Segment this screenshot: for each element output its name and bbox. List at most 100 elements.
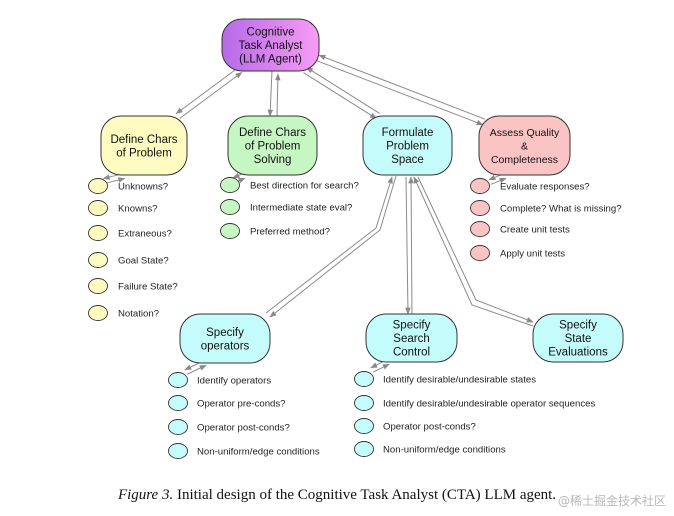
item-label: Evaluate responses? [500,182,590,193]
item-label: Identify operators [197,376,271,387]
node-label-line: & [521,141,528,153]
item-bullet-circle [168,372,188,388]
list-item: Create unit tests [470,221,570,237]
node-shape [532,313,624,363]
list-item: Preferred method? [220,223,330,239]
edge-arrow [318,54,486,120]
list-item: Knowns? [88,200,157,216]
item-label: Intermediate state eval? [250,203,352,214]
item-label: Complete? What is missing? [500,204,622,215]
node-label-line: operators [201,340,250,352]
node-label-line: Assess Quality [490,127,560,139]
node-label-line: Control [393,347,430,359]
edge-arrow [179,71,243,119]
edge-arrow [306,67,380,114]
item-label: Unknowns? [118,182,168,193]
node-label-line: Evaluations [548,347,608,359]
item-bullet-circle [220,199,240,215]
edge-arrow [104,177,126,184]
item-label: Goal State? [118,256,169,267]
item-label: Non-uniform/edge conditions [197,447,320,458]
node-label-line: Formulate [382,127,434,139]
item-label: Apply unit tests [500,249,565,260]
list-item: Apply unit tests [470,245,565,261]
item-label: Failure State? [118,282,178,293]
list-item: Evaluate responses? [470,178,590,194]
edges-layer [102,54,534,375]
list-item: Non-uniform/edge conditions [354,441,506,457]
edge-arrow [303,72,377,119]
node-label-line: Completeness [491,154,558,166]
item-label: Operator post-conds? [197,423,290,434]
node-label-line: Define Chars [239,127,306,139]
item-label: Notation? [118,309,159,320]
list-item: Notation? [88,305,159,321]
item-list-specify-search-control: Identify desirable/undesirable statesIde… [354,371,595,457]
list-item: Best direction for search? [220,177,359,193]
list-item: Non-uniform/edge conditions [168,443,320,459]
node-label-line: Specify [206,327,244,339]
list-item: Operator pre-conds? [168,395,286,411]
node-label-line: Task Analyst [239,40,304,52]
item-bullet-circle [470,178,490,194]
node-assess-quality: Assess Quality &Completeness [478,115,571,176]
edge-arrow [316,60,484,126]
list-item: Complete? What is missing? [470,200,622,216]
node-label-line: of Problem [245,141,301,153]
node-label-line: Define Chars [110,134,177,146]
edge-arrow [417,176,534,323]
item-bullet-circle [470,221,490,237]
node-label-line: Specify [393,320,431,332]
item-label: Create unit tests [500,225,570,236]
figure-caption: Figure 3. Initial design of the Cognitiv… [0,487,674,504]
item-label: Operator pre-conds? [197,399,286,410]
edge-arrow [408,176,414,315]
list-item: Unknowns? [88,178,168,194]
edge-arrow [186,364,207,375]
node-label-line: of Problem [116,147,172,159]
list-item: Intermediate state eval? [220,199,352,215]
list-item: Identify operators [168,372,271,388]
item-label: Operator post-conds? [383,422,476,433]
item-bullet-circle [88,278,108,294]
edge-arrow [413,176,534,327]
list-item: Extraneous? [88,225,172,241]
edge-arrow [269,175,397,318]
watermark: @稀土掘金技术社区 [557,494,666,508]
item-bullet-circle [168,395,188,411]
item-list-define-chars-problem: Unknowns? Knowns? Extraneous? Goal State? Fa… [88,178,178,321]
edge-arrow [175,67,239,115]
edge-arrow [372,363,390,373]
item-label: Knowns? [118,204,157,215]
node-shape [227,115,318,176]
edge-arrow [490,177,507,185]
node-label-line: Specify [559,320,597,332]
node-shape [221,18,320,72]
list-item: Goal State? [88,252,169,268]
node-label-line: (LLM Agent) [239,54,302,66]
item-bullet-circle [220,223,240,239]
item-label: Non-uniform/edge conditions [383,445,506,456]
item-bullet-circle [88,252,108,268]
node-label-line: Solving [254,154,292,166]
item-bullet-circle [470,245,490,261]
list-item: Operator post-conds? [354,418,476,434]
list-item: Operator post-conds? [168,419,290,435]
item-list-assess-quality: Evaluate responses? Complete? What is mis… [470,178,622,261]
item-label: Identify desirable/undesirable operator … [383,399,595,410]
item-bullet-circle [88,200,108,216]
item-bullet-circle [354,371,374,387]
item-label: Extraneous? [118,229,172,240]
items-layer: Unknowns? Knowns? Extraneous? Goal State? Fa… [88,177,622,459]
node-label-line: Search [393,333,429,345]
item-bullet-circle [168,419,188,435]
node-shape [362,115,453,176]
